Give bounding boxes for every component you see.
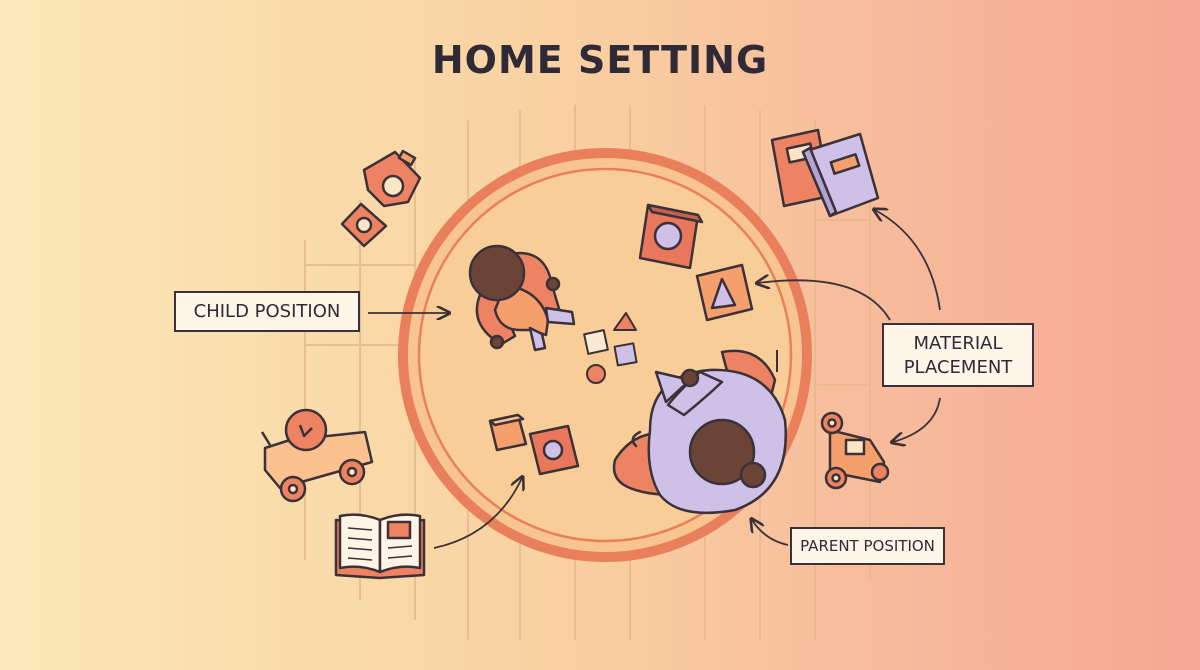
arrow-parent-position (752, 520, 789, 546)
arrow-to-books (875, 210, 941, 311)
stacked-books (770, 128, 880, 218)
toy-car-right (820, 411, 890, 490)
wooden-cube (488, 413, 528, 452)
sorter-block-triangle (695, 263, 754, 322)
arrow-book-to-rug (433, 478, 522, 549)
parent-position-label: PARENT POSITION (790, 527, 945, 565)
arrow-to-block (758, 280, 891, 321)
page-title: HOME SETTING (431, 38, 769, 82)
sorter-block-bottom (528, 424, 580, 476)
child-figure (468, 244, 576, 352)
sorter-block-circle (638, 203, 704, 270)
shape-toys (583, 312, 638, 384)
open-book (334, 513, 426, 580)
toy-block-left (340, 202, 388, 248)
parent-position-text: PARENT POSITION (800, 537, 935, 555)
arrow-to-car (893, 397, 941, 442)
toy-phone (362, 149, 422, 208)
annotation-arrows (368, 210, 941, 549)
material-placement-line-2: PLACEMENT (903, 357, 1013, 378)
child-position-text: CHILD POSITION (193, 301, 341, 322)
material-placement-line-1: MATERIAL (913, 333, 1003, 354)
material-placement-label: MATERIAL PLACEMENT (882, 323, 1034, 387)
parent-figure (612, 349, 787, 515)
toy-car-left (260, 408, 374, 503)
child-position-label: CHILD POSITION (174, 291, 360, 332)
